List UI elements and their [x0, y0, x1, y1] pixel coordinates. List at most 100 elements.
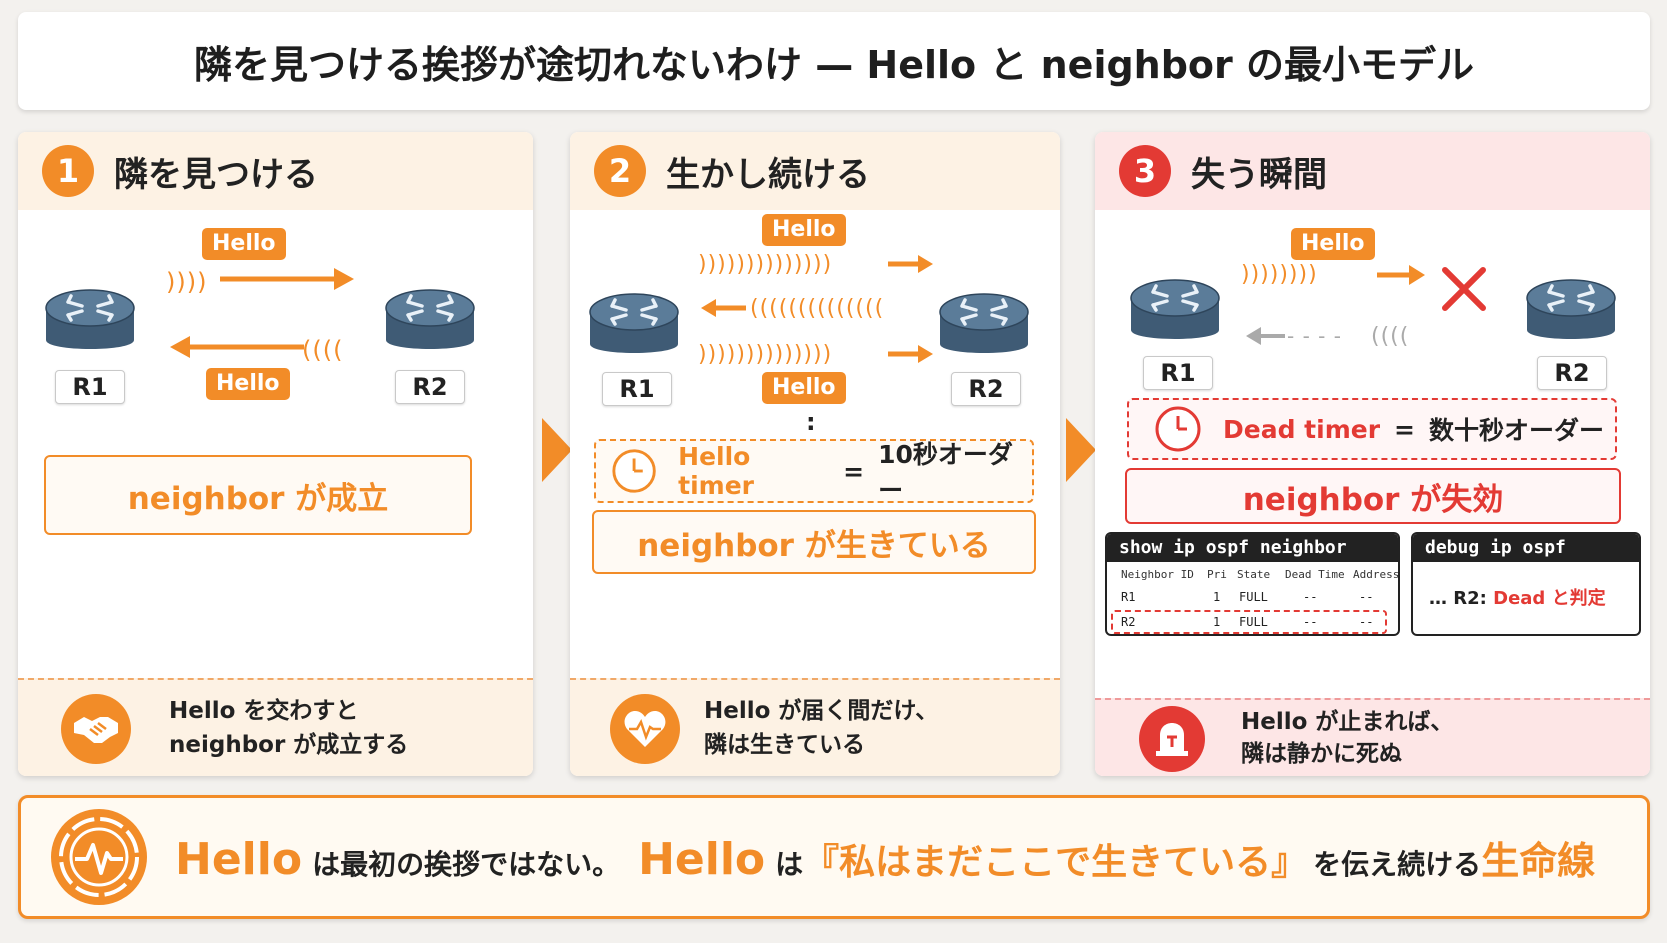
summary-lifeline: 生命線	[1481, 838, 1596, 883]
wave-marks: ))))	[166, 268, 208, 296]
dashed-line: - - - -	[1287, 324, 1342, 348]
router-label-r2: R2	[1537, 356, 1607, 390]
panel-discover: 1 隣を見つける R1 R2 Hello )))) (((( Hello nei…	[18, 132, 533, 776]
debug-prefix: … R2:	[1429, 588, 1487, 609]
arrow-left-grey-icon	[1246, 327, 1285, 345]
footer-line: 隣は静かに死ぬ	[1241, 741, 1402, 767]
hello-tag: Hello	[206, 368, 290, 400]
alarm-light-icon	[1139, 706, 1205, 772]
arrow-right-icon	[888, 345, 933, 363]
terminal-command: debug ip ospf	[1413, 534, 1639, 562]
router-label-r1: R1	[1143, 356, 1213, 390]
summary-part: は	[775, 847, 804, 881]
table-cell: --	[1303, 590, 1318, 604]
table-cell: 1	[1213, 590, 1221, 604]
router-icon	[589, 293, 679, 353]
timer-equals: =	[843, 456, 865, 486]
step-number: 2	[594, 145, 646, 197]
router-label-r1: R1	[602, 372, 672, 406]
router-icon	[45, 289, 135, 349]
ellipsis-mark: :	[806, 408, 816, 436]
timer-value: 数十秒オーダー	[1428, 416, 1604, 445]
status-box: neighbor が成立	[44, 455, 472, 535]
neighbor-table: Neighbor ID Pri State Dead Time Address …	[1107, 564, 1398, 634]
table-cell: --	[1303, 615, 1318, 629]
arrow-left-icon	[170, 336, 304, 358]
table-cell: --	[1359, 615, 1374, 629]
router-icon	[1130, 279, 1220, 339]
table-row: R1 1 FULL -- --	[1107, 590, 1398, 610]
summary-part: は最初の挨拶ではない。	[312, 847, 621, 881]
panel-footer: Hello が届く間だけ、 隣は生きている	[570, 678, 1060, 776]
terminal-command: show ip ospf neighbor	[1107, 534, 1398, 562]
router-icon	[1526, 279, 1616, 339]
summary-quote: 『私はまだここで生きている』	[803, 841, 1308, 883]
panel-heading: 失う瞬間	[1191, 154, 1327, 195]
summary-part: を伝え続ける	[1313, 847, 1482, 881]
router-label-r2: R2	[951, 372, 1021, 406]
hello-tag: Hello	[762, 214, 846, 246]
table-header: Address	[1353, 568, 1400, 581]
clock-icon	[1155, 406, 1201, 452]
router-icon	[385, 289, 475, 349]
table-header: State	[1237, 568, 1271, 581]
arrow-right-icon	[888, 255, 933, 273]
wave-marks: ))))))))	[1241, 262, 1318, 287]
cross-icon	[1442, 267, 1486, 311]
hello-tag: Hello	[762, 372, 846, 404]
timer-value: 10秒オーダー	[878, 440, 1013, 505]
summary-hello: Hello	[638, 833, 766, 885]
table-cell: R2	[1121, 615, 1136, 629]
arrow-left-icon	[701, 299, 746, 317]
table-header: Dead Time	[1285, 568, 1345, 581]
panel-heading: 隣を見つける	[114, 154, 318, 195]
flow-chevron-icon	[542, 418, 572, 482]
terminal-debug: debug ip ospf … R2: Dead と判定	[1411, 532, 1641, 636]
footer-line: Hello が届く間だけ、	[704, 698, 939, 724]
hello-timer-box: Hello timer = 10秒オーダー	[594, 439, 1034, 505]
summary-text: Hello は最初の挨拶ではない。 Hello は 『私はまだここで生きている』…	[175, 830, 1595, 885]
step-number: 3	[1119, 145, 1171, 197]
router-label-r1: R1	[55, 370, 125, 404]
panel-footer: Hello が止まれば、 隣は静かに死ぬ	[1095, 698, 1650, 776]
panel-footer: Hello を交わすと neighbor が成立する	[18, 678, 533, 776]
wave-marks: ))))))))))))))	[698, 342, 833, 367]
table-header: Pri	[1207, 568, 1227, 581]
table-header-row: Neighbor ID Pri State Dead Time Address	[1107, 568, 1398, 588]
footer-line: 隣は生きている	[704, 732, 865, 758]
footer-line: Hello を交わすと	[169, 698, 359, 724]
flow-chevron-icon	[1066, 418, 1096, 482]
timer-equals: =	[1394, 414, 1415, 444]
router-icon	[939, 293, 1029, 353]
panel-header: 2 生かし続ける	[570, 132, 1060, 210]
timer-label: Dead timer	[1223, 414, 1381, 444]
hello-tag: Hello	[1291, 228, 1375, 260]
lifeline-icon	[51, 809, 147, 905]
arrow-right-icon	[220, 268, 354, 290]
table-cell: FULL	[1239, 590, 1268, 604]
panel-header: 3 失う瞬間	[1095, 132, 1650, 210]
handshake-icon	[61, 694, 131, 764]
table-row-highlighted: R2 1 FULL -- --	[1111, 610, 1387, 634]
dead-timer-box: Dead timer = 数十秒オーダー	[1127, 398, 1617, 460]
heart-pulse-icon	[610, 694, 680, 764]
table-cell: R1	[1121, 590, 1136, 604]
panel-loss: 3 失う瞬間 R1 R2 Hello )))))))) - - - - ((((…	[1095, 132, 1650, 776]
hello-tag: Hello	[202, 228, 286, 260]
table-header: Neighbor ID	[1121, 568, 1194, 581]
table-cell: 1	[1213, 615, 1221, 629]
status-box: neighbor が失効	[1125, 468, 1621, 524]
debug-output: … R2: Dead と判定	[1429, 584, 1606, 610]
wave-marks: ((((((((((((((	[750, 296, 885, 321]
summary-hello: Hello	[175, 833, 303, 885]
wave-marks: ((((	[302, 336, 344, 364]
panel-heading: 生かし続ける	[666, 154, 870, 195]
footer-line: Hello が止まれば、	[1241, 709, 1454, 735]
panel-keepalive: 2 生かし続ける R1 R2 Hello )))))))))))))) ((((…	[570, 132, 1060, 776]
summary-banner: Hello は最初の挨拶ではない。 Hello は 『私はまだここで生きている』…	[18, 795, 1650, 919]
wave-marks: ((((	[1371, 324, 1410, 349]
status-box: neighbor が生きている	[592, 510, 1036, 574]
router-label-r2: R2	[395, 370, 465, 404]
step-number: 1	[42, 145, 94, 197]
table-cell: FULL	[1239, 615, 1268, 629]
